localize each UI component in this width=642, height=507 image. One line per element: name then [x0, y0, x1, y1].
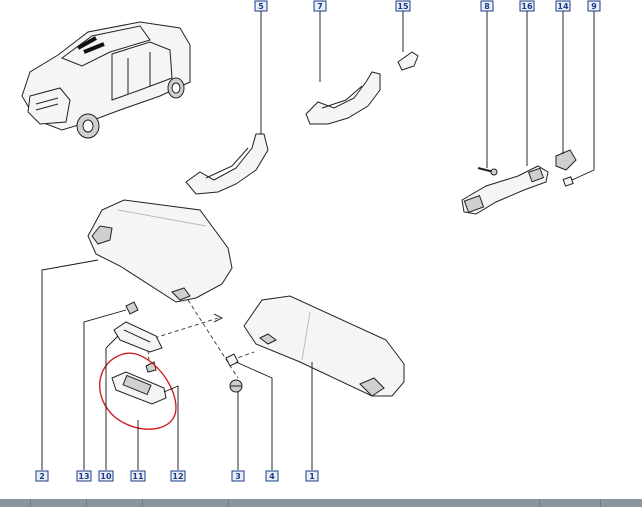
svg-text:8: 8 — [484, 2, 490, 11]
callout-11[interactable]: 11 — [130, 470, 146, 482]
footer-segment — [87, 499, 143, 507]
light-unit-11 — [111, 371, 167, 405]
svg-text:10: 10 — [100, 472, 112, 481]
grab-handle-5 — [185, 133, 269, 195]
plug-9 — [562, 176, 574, 187]
footer-segment — [540, 499, 601, 507]
car-illustration — [21, 21, 191, 139]
svg-text:3: 3 — [235, 472, 241, 481]
callout-9[interactable]: 9 — [587, 0, 601, 12]
assembly-line — [147, 317, 219, 341]
clip-3 — [229, 379, 243, 393]
callout-14[interactable]: 14 — [555, 0, 571, 12]
svg-text:15: 15 — [397, 2, 409, 11]
bracket-10 — [113, 321, 163, 353]
clip-4 — [225, 353, 239, 367]
cover-14 — [555, 149, 577, 171]
svg-text:2: 2 — [39, 472, 45, 481]
svg-text:13: 13 — [78, 472, 89, 481]
callout-2[interactable]: 2 — [35, 470, 49, 482]
callout-12[interactable]: 12 — [170, 470, 186, 482]
svg-text:11: 11 — [132, 472, 144, 481]
callout-8[interactable]: 8 — [480, 0, 494, 12]
footer-segment — [0, 499, 31, 507]
footer-segment — [143, 499, 229, 507]
footer-segment — [31, 499, 87, 507]
callout-16[interactable]: 16 — [519, 0, 535, 12]
clip-13 — [125, 301, 139, 315]
callout-13[interactable]: 13 — [76, 470, 92, 482]
highlight-circle — [99, 352, 177, 430]
svg-text:5: 5 — [258, 2, 264, 11]
svg-text:14: 14 — [557, 2, 569, 11]
callout-15[interactable]: 15 — [395, 0, 411, 12]
assembly-line — [147, 349, 151, 373]
callout-10[interactable]: 10 — [98, 470, 114, 482]
screw-8 — [477, 167, 498, 176]
clip-15 — [397, 51, 419, 71]
svg-text:16: 16 — [521, 2, 533, 11]
clip-12 — [145, 361, 157, 373]
svg-text:1: 1 — [309, 472, 315, 481]
svg-text:4: 4 — [269, 472, 275, 481]
grab-handle-16 — [461, 165, 549, 215]
svg-text:7: 7 — [317, 2, 323, 11]
svg-text:12: 12 — [172, 472, 183, 481]
callout-1[interactable]: 1 — [305, 470, 319, 482]
svg-text:9: 9 — [591, 2, 597, 11]
footer-bar — [0, 499, 642, 507]
grab-handle-7 — [305, 71, 381, 125]
callout-7[interactable]: 7 — [313, 0, 327, 12]
callout-4[interactable]: 4 — [265, 470, 279, 482]
callout-3[interactable]: 3 — [231, 470, 245, 482]
sun-visor-right — [243, 295, 405, 397]
footer-segment — [229, 499, 540, 507]
callout-5[interactable]: 5 — [254, 0, 268, 12]
sun-visor-left — [87, 199, 233, 303]
leader-lines — [41, 10, 595, 470]
